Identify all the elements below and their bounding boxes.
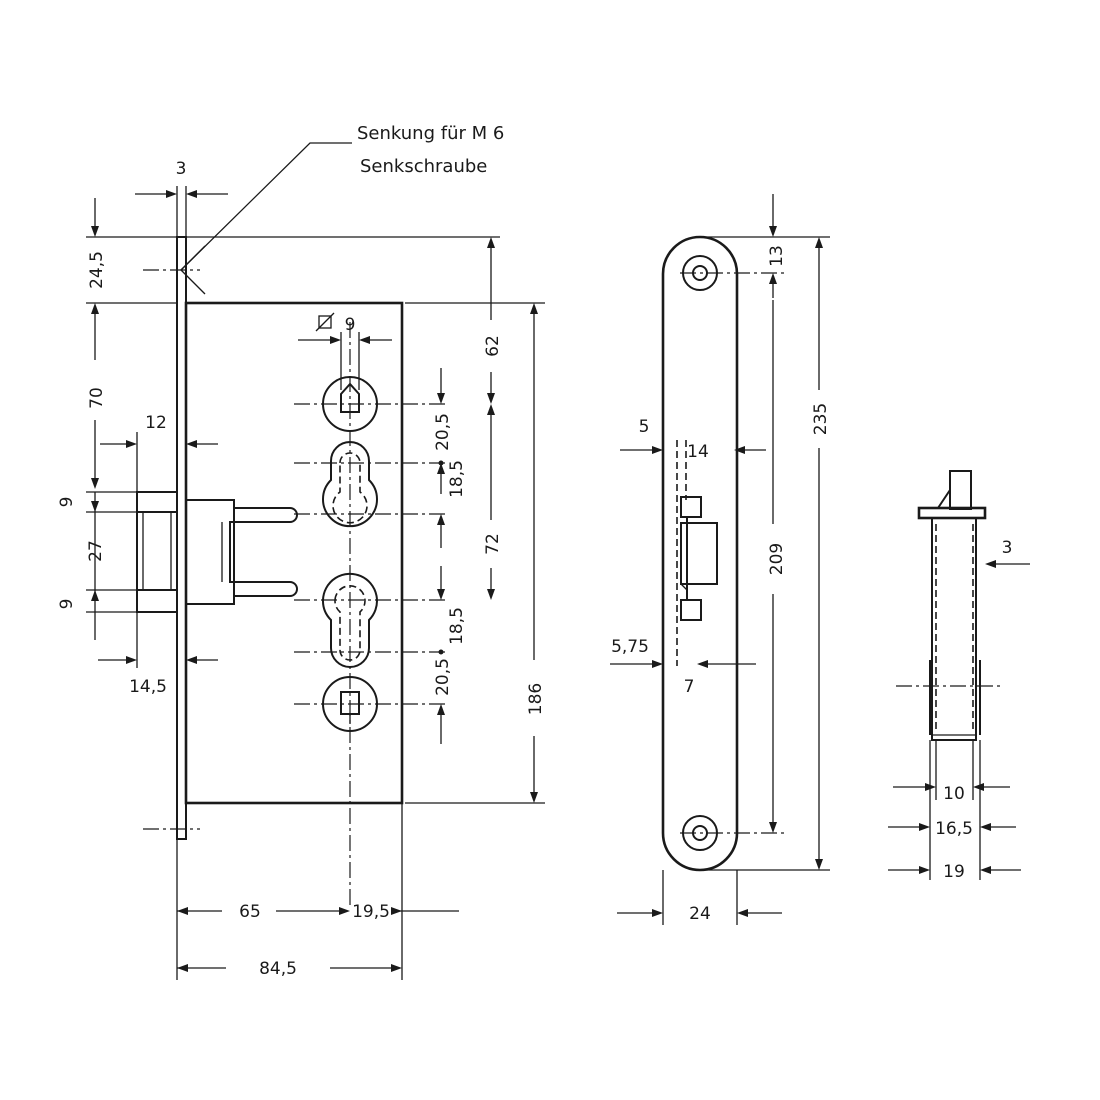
dim-faceplate-to-spindle: 70 [87,387,107,409]
strike-opening [680,496,702,518]
faceplate [176,236,187,840]
dim-cylinder-upper-offset: 18,5 [447,460,467,498]
cylinder-hole-upper [322,441,378,528]
note-countersink: Senkung für M 6 [357,123,504,144]
dim-square-size: 9 [345,315,356,335]
dim-spindle-distance: 72 [483,533,503,555]
dim-latch-width: 12 [145,413,167,433]
dim-opening-offset: 5 [639,417,650,437]
dim-latch-height: 27 [86,540,106,562]
front-view: Senkung für M 6 Senkschraube 3 24,5 70 9 [57,123,546,980]
dim-backset-remainder: 19,5 [352,902,390,922]
dim-latch-top: 9 [57,497,77,508]
dim-screw-distance: 209 [767,543,787,575]
dim-side-width-outer: 19 [943,862,965,882]
dim-plate-width: 24 [689,904,711,924]
dim-screw-offset: 13 [767,245,787,267]
dim-case-depth: 84,5 [259,959,297,979]
dim-top-offset: 24,5 [87,251,107,289]
dim-faceplate-thickness: 3 [176,159,187,179]
side-view: 3 10 16,5 19 [888,470,1030,882]
lock-case [184,301,404,805]
dim-spindle-to-cylinder-lower: 20,5 [433,658,453,696]
dim-plate-length: 235 [811,403,831,435]
cylinder-hole-lower [321,572,378,668]
dim-side-width-inner: 10 [943,784,965,804]
dim-backset: 65 [239,902,261,922]
dim-latch-projection: 14,5 [129,677,167,697]
dim-spindle-to-cylinder-upper: 20,5 [433,413,453,451]
dim-latch-bottom: 9 [57,599,77,610]
dim-spindle-from-top: 62 [483,335,503,357]
note-screw: Senkschraube [360,156,487,177]
dim-cylinder-lower-offset: 18,5 [447,607,467,645]
dim-lower-offset: 5,75 [611,637,649,657]
dim-case-height: 186 [526,683,546,715]
latch-block [136,491,298,613]
dim-lower-width: 7 [684,677,695,697]
dim-side-plate-thickness: 3 [1002,538,1013,558]
dim-opening-width: 14 [687,442,709,462]
strike-plate-view: 5 14 5,75 7 13 209 235 [610,194,831,925]
dim-side-width-middle: 16,5 [935,819,973,839]
strike-plate [661,235,739,872]
